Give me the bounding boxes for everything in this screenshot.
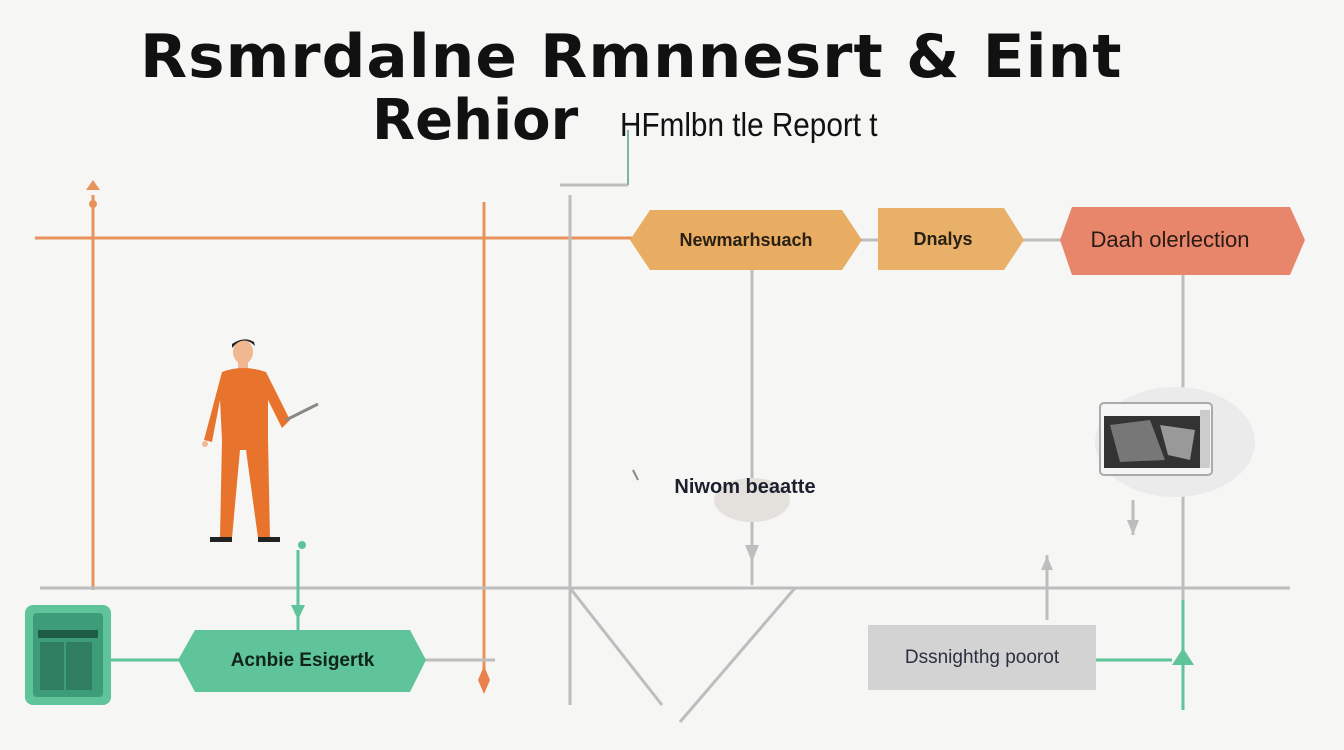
analysis-node[interactable]: Dnalys bbox=[913, 228, 973, 249]
designing-report-shape bbox=[868, 625, 1096, 690]
research-node[interactable]: Newmarhsuach bbox=[679, 229, 813, 250]
title-line-2-subtitle: HFmlbn tle Report t bbox=[620, 106, 878, 143]
orange-connectors bbox=[35, 195, 632, 680]
arrow-up-icon bbox=[1041, 556, 1053, 570]
title-line-2-bold: Rehior bbox=[372, 88, 579, 153]
green-step-shape bbox=[178, 630, 426, 692]
analysis-node-shape bbox=[878, 208, 1024, 270]
research-node-shape bbox=[630, 210, 862, 270]
monitor-device-icon bbox=[1095, 387, 1255, 497]
middle-note: Niwom beaatte bbox=[674, 475, 816, 498]
green-step-node[interactable]: Acnbie Esigertk bbox=[230, 650, 375, 671]
arrow-down-icon bbox=[291, 605, 305, 620]
arrow-down-icon bbox=[1127, 520, 1139, 535]
arrow-up-icon bbox=[86, 180, 100, 190]
diamond-icon bbox=[478, 666, 490, 694]
arrow-down-icon bbox=[745, 545, 759, 562]
data-collection-node[interactable]: Daah olerlection bbox=[1090, 227, 1250, 252]
designing-report-node[interactable]: Dssnighthg poorot bbox=[904, 646, 1060, 668]
server-cabinet-icon bbox=[25, 605, 111, 705]
data-collection-node-shape bbox=[1060, 207, 1305, 275]
triangle-icon bbox=[1172, 648, 1194, 665]
title-line-1: Rsmrdalne Rmnnesrt & Eint bbox=[140, 22, 1123, 92]
worker-figure-icon bbox=[202, 339, 319, 542]
